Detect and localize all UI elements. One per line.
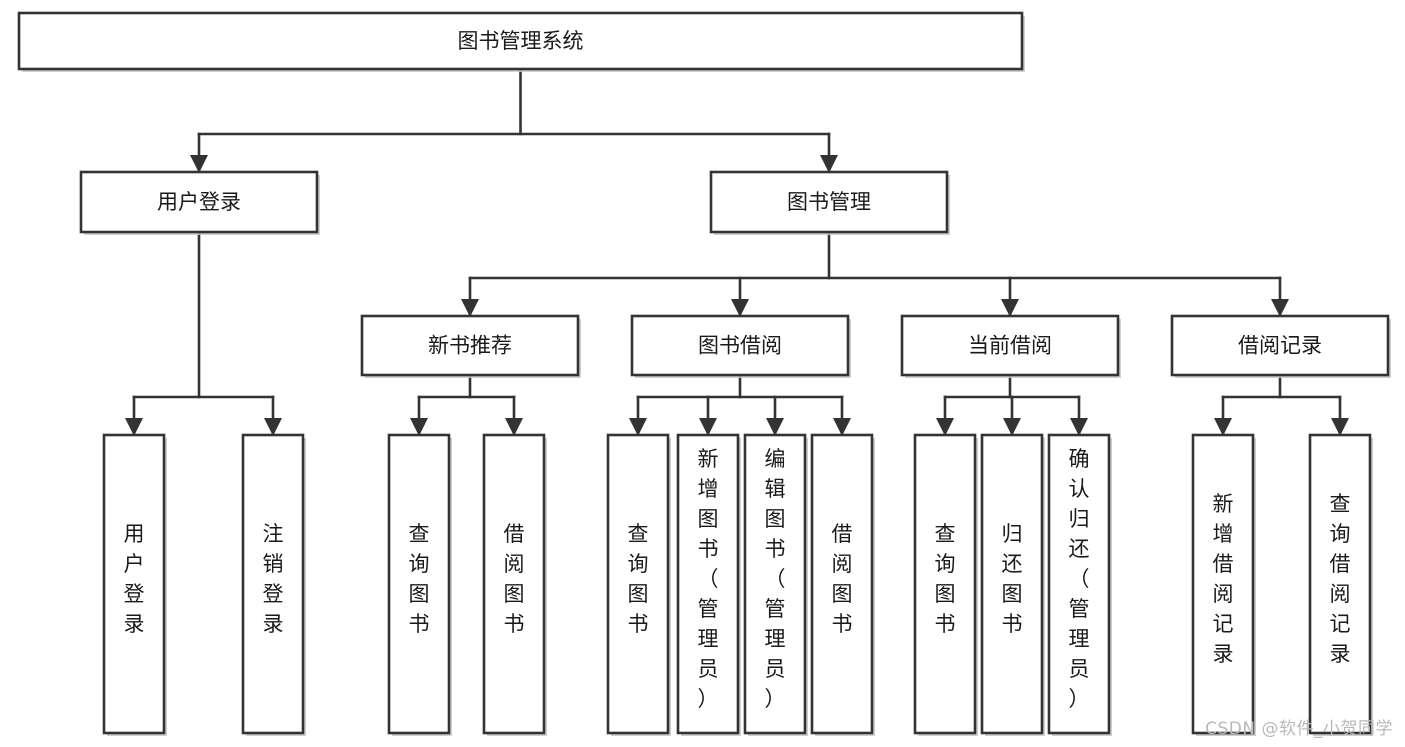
node-user-login[interactable]: 用户登录 [79, 170, 320, 235]
edges-from-book-borrow [629, 373, 851, 437]
node-label: 确认归还（管理员） [1069, 447, 1090, 711]
arrow-head-icon [936, 418, 954, 436]
arrow-head-icon [699, 418, 717, 436]
edges-from-new-book-rec [410, 373, 523, 437]
node-leaf-return-book[interactable]: 归还图书 [980, 433, 1045, 736]
node-leaf-borrow-book-2[interactable]: 借阅图书 [810, 433, 875, 736]
arrow-head-icon [1271, 299, 1289, 317]
arrow-head-icon [190, 155, 208, 173]
arrow-head-icon [1001, 299, 1019, 317]
arrow-head-icon [766, 418, 784, 436]
arrow-head-icon [731, 299, 749, 317]
edges-from-user-login [125, 230, 282, 437]
node-label: 借阅图书 [832, 522, 853, 636]
node-layer: 图书管理系统用户登录图书管理新书推荐图书借阅当前借阅借阅记录用户登录注销登录查询… [17, 11, 1391, 736]
node-label: 编辑图书（管理员） [765, 447, 786, 711]
node-leaf-add-record[interactable]: 新增借阅记录 [1191, 433, 1256, 736]
arrow-head-icon [820, 155, 838, 173]
node-leaf-logout[interactable]: 注销登录 [241, 433, 306, 736]
node-leaf-query-book-1[interactable]: 查询图书 [387, 433, 452, 736]
edges-from-current-borrow [936, 373, 1088, 437]
node-leaf-edit-book[interactable]: 编辑图书（管理员） [743, 433, 808, 736]
node-leaf-borrow-book-1[interactable]: 借阅图书 [482, 433, 547, 736]
arrow-head-icon [264, 418, 282, 436]
node-label: 注销登录 [263, 522, 284, 636]
arrow-head-icon [1070, 418, 1088, 436]
arrow-head-icon [461, 299, 479, 317]
node-leaf-add-book[interactable]: 新增图书（管理员） [676, 433, 741, 736]
node-label: 查询图书 [409, 522, 430, 636]
node-label: 用户登录 [157, 190, 241, 214]
node-label: 查询借阅记录 [1330, 492, 1351, 666]
arrow-head-icon [629, 418, 647, 436]
node-label: 当前借阅 [968, 334, 1052, 358]
arrow-head-icon [410, 418, 428, 436]
node-book-borrow[interactable]: 图书借阅 [630, 314, 851, 378]
node-label: 归还图书 [1002, 522, 1023, 636]
connector-layer [125, 67, 1349, 437]
node-book-manage[interactable]: 图书管理 [709, 170, 950, 235]
arrow-head-icon [1331, 418, 1349, 436]
node-label: 借阅图书 [504, 522, 525, 636]
node-leaf-confirm-return[interactable]: 确认归还（管理员） [1047, 433, 1112, 736]
arrow-head-icon [125, 418, 143, 436]
node-label: 新书推荐 [428, 334, 512, 358]
node-leaf-user-login[interactable]: 用户登录 [102, 433, 167, 736]
edges-from-root [190, 67, 838, 174]
node-label: 图书借阅 [698, 334, 782, 358]
node-borrow-record[interactable]: 借阅记录 [1170, 314, 1391, 378]
node-current-borrow[interactable]: 当前借阅 [900, 314, 1121, 378]
node-label: 新增借阅记录 [1213, 492, 1234, 666]
node-label: 用户登录 [124, 522, 145, 636]
node-label: 查询图书 [935, 522, 956, 636]
arrow-head-icon [833, 418, 851, 436]
node-leaf-query-book-3[interactable]: 查询图书 [913, 433, 978, 736]
node-label: 图书管理系统 [458, 29, 584, 53]
node-leaf-query-record[interactable]: 查询借阅记录 [1308, 433, 1373, 736]
arrow-head-icon [1003, 418, 1021, 436]
arrow-head-icon [1214, 418, 1232, 436]
node-label: 图书管理 [787, 190, 871, 214]
node-label: 借阅记录 [1238, 334, 1322, 358]
node-new-book-rec[interactable]: 新书推荐 [360, 314, 581, 378]
node-label: 新增图书（管理员） [698, 447, 719, 711]
edges-from-book-manage [461, 230, 1289, 318]
edges-from-borrow-record [1214, 373, 1349, 437]
node-label: 查询图书 [628, 522, 649, 636]
arrow-head-icon [505, 418, 523, 436]
node-leaf-query-book-2[interactable]: 查询图书 [606, 433, 671, 736]
node-root[interactable]: 图书管理系统 [17, 11, 1025, 72]
